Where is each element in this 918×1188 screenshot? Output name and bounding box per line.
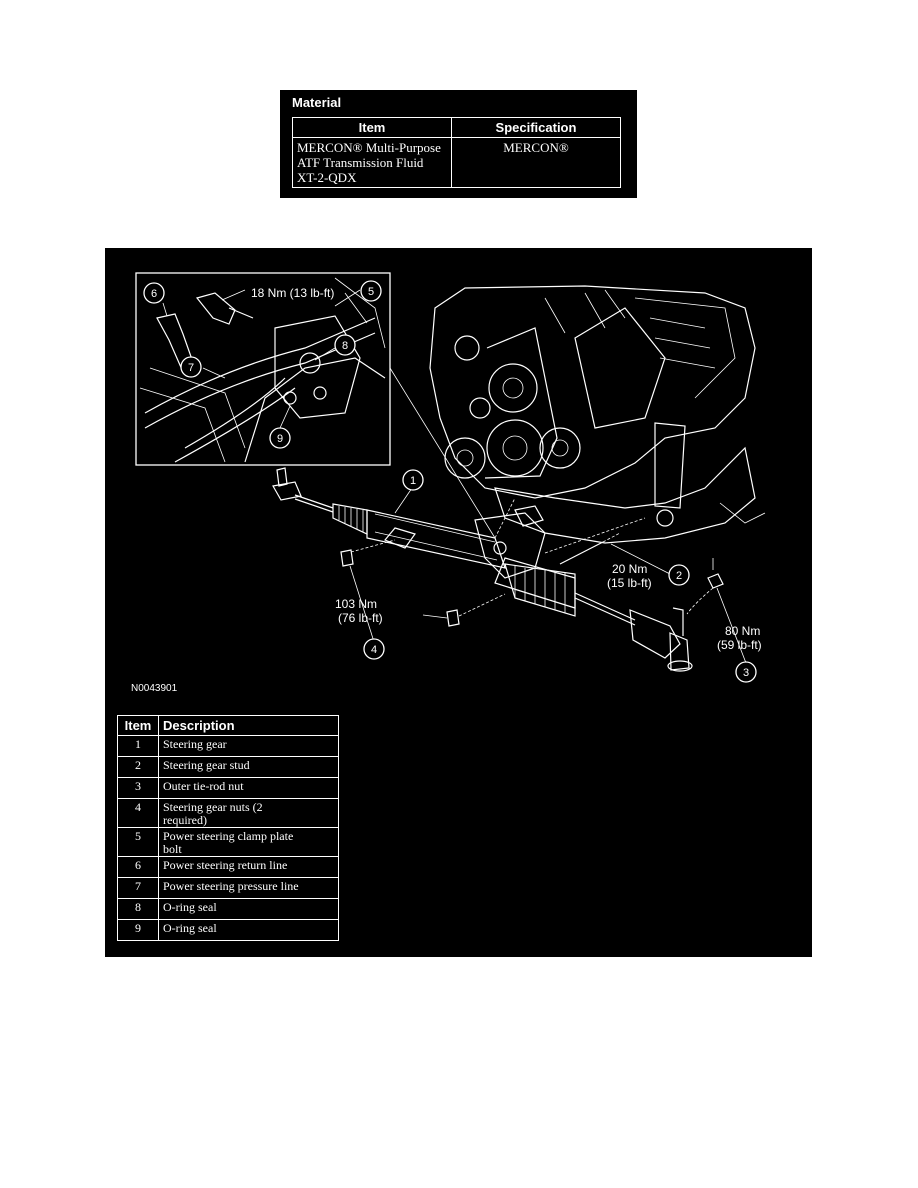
material-table: Item Specification MERCON® Multi-Purpose… [292, 117, 621, 188]
table-row: 3 Outer tie-rod nut [117, 777, 339, 799]
desc-item-number: 9 [117, 919, 159, 941]
desc-header-item: Item [117, 715, 159, 736]
desc-text: Outer tie-rod nut [158, 777, 339, 799]
table-row: 4 Steering gear nuts (2 required) [117, 798, 339, 828]
desc-header-description: Description [158, 715, 339, 736]
desc-line: O-ring seal [163, 921, 217, 935]
callout-7: 7 [180, 356, 202, 378]
material-spec-cell: MERCON® [451, 137, 621, 188]
inset-detail [135, 272, 391, 466]
desc-line: required) [163, 813, 207, 827]
desc-line: Power steering pressure line [163, 879, 299, 893]
material-item-line: MERCON® Multi-Purpose [297, 140, 441, 155]
figure-id: N0043901 [131, 683, 178, 694]
steering-gear-illustration [272, 467, 724, 672]
desc-line: Steering gear stud [163, 758, 250, 772]
table-row: MERCON® Multi-Purpose ATF Transmission F… [292, 137, 621, 188]
desc-text: Power steering pressure line [158, 877, 339, 899]
callout-8: 8 [334, 334, 356, 356]
callout-4: 4 [363, 638, 385, 660]
desc-line: O-ring seal [163, 900, 217, 914]
callout-5: 5 [360, 280, 382, 302]
torque-label-2-imperial: (15 lb-ft) [607, 576, 652, 590]
table-row: 8 O-ring seal [117, 898, 339, 920]
figure-illustration: 1 2 3 4 5 6 7 8 [131, 272, 766, 694]
engine-illustration [429, 285, 766, 544]
material-item-line: XT-2-QDX [297, 170, 357, 185]
table-row: 2 Steering gear stud [117, 756, 339, 778]
callout-1-number: 1 [410, 475, 416, 487]
table-row: 1 Steering gear [117, 735, 339, 757]
callout-5-number: 5 [368, 286, 374, 298]
callout-4-number: 4 [371, 644, 377, 656]
table-row: 9 O-ring seal [117, 919, 339, 941]
description-table: Item Description 1 Steering gear 2 Steer… [117, 715, 339, 941]
desc-line: Steering gear nuts (2 [163, 800, 263, 814]
material-item-cell: MERCON® Multi-Purpose ATF Transmission F… [292, 137, 452, 188]
desc-line: bolt [163, 842, 182, 856]
torque-label-4-value: 103 Nm [335, 597, 377, 611]
callout-9: 9 [269, 427, 291, 449]
desc-item-number: 3 [117, 777, 159, 799]
callout-9-number: 9 [277, 433, 283, 445]
desc-item-number: 7 [117, 877, 159, 899]
desc-item-number: 6 [117, 856, 159, 878]
callout-2-number: 2 [676, 570, 682, 582]
desc-item-number: 4 [117, 798, 159, 828]
desc-item-number: 2 [117, 756, 159, 778]
desc-text: Steering gear stud [158, 756, 339, 778]
table-row: 6 Power steering return line [117, 856, 339, 878]
callout-8-number: 8 [342, 340, 348, 352]
table-row: 5 Power steering clamp plate bolt [117, 827, 339, 857]
material-item-line: ATF Transmission Fluid [297, 155, 424, 170]
material-header-specification: Specification [451, 117, 621, 138]
torque-label-4-imperial: (76 lb-ft) [338, 611, 383, 625]
callout-7-number: 7 [188, 362, 194, 374]
desc-line: Power steering return line [163, 858, 288, 872]
desc-item-number: 5 [117, 827, 159, 857]
table-row: 7 Power steering pressure line [117, 877, 339, 899]
material-title: Material [292, 95, 342, 110]
torque-label-3-imperial: (59 lb-ft) [717, 638, 762, 652]
desc-item-number: 8 [117, 898, 159, 920]
desc-line: Power steering clamp plate [163, 829, 294, 843]
desc-item-number: 1 [117, 735, 159, 757]
desc-text: O-ring seal [158, 919, 339, 941]
desc-text: Steering gear nuts (2 required) [158, 798, 339, 828]
callout-1: 1 [402, 469, 424, 491]
torque-label-2-value: 20 Nm [612, 562, 647, 576]
desc-text: Steering gear [158, 735, 339, 757]
desc-line: Steering gear [163, 737, 227, 751]
material-header-item: Item [292, 117, 452, 138]
desc-line: Outer tie-rod nut [163, 779, 244, 793]
callout-6: 6 [143, 282, 165, 304]
callout-3-number: 3 [743, 667, 749, 679]
callout-3: 3 [735, 661, 757, 683]
torque-label-3-value: 80 Nm [725, 624, 760, 638]
callout-6-number: 6 [151, 288, 157, 300]
desc-text: Power steering clamp plate bolt [158, 827, 339, 857]
callout-2: 2 [668, 564, 690, 586]
desc-text: O-ring seal [158, 898, 339, 920]
desc-text: Power steering return line [158, 856, 339, 878]
material-panel: Material Item Specification MERCON® Mult… [280, 90, 637, 198]
torque-label-5: 18 Nm (13 lb-ft) [251, 286, 334, 300]
